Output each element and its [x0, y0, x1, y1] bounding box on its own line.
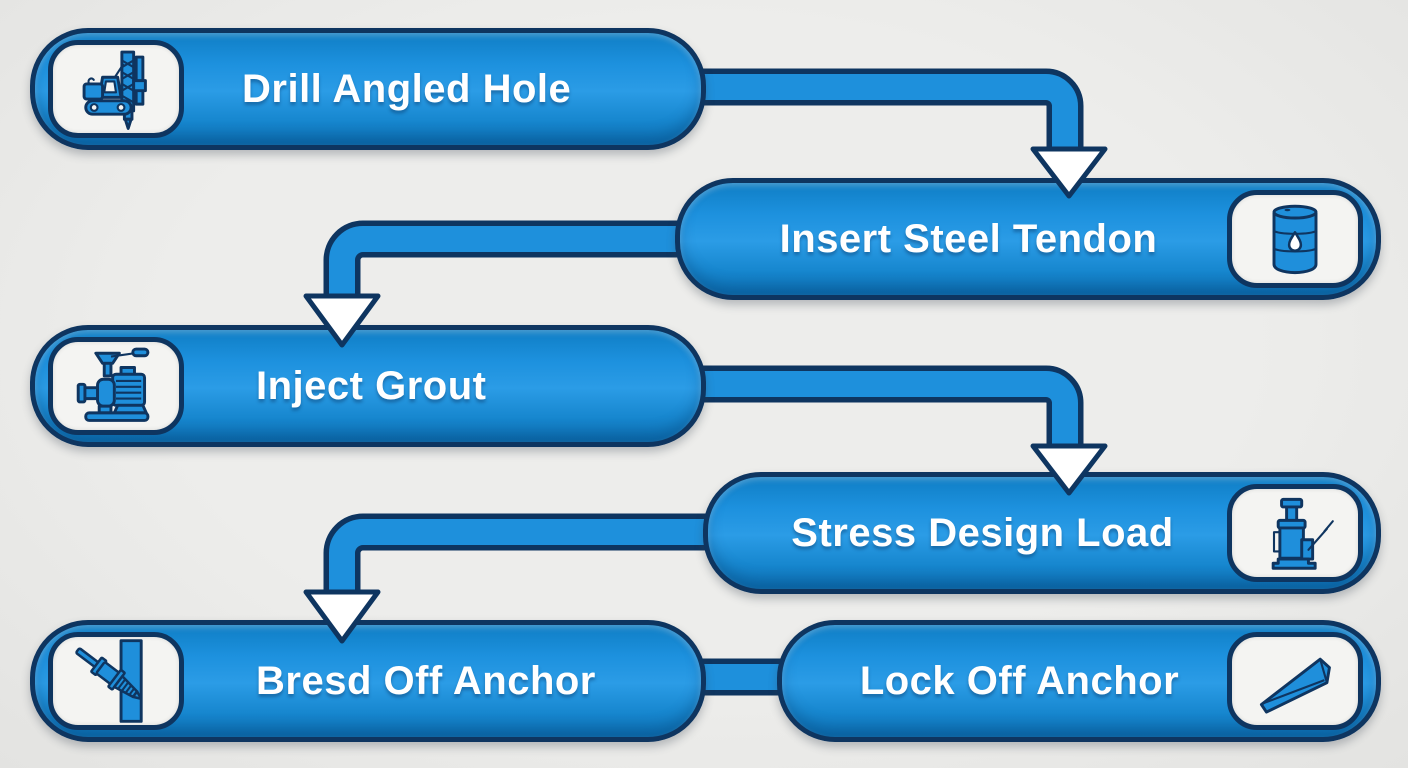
step-label: Drill Angled Hole	[242, 66, 572, 111]
icon-panel	[48, 337, 184, 435]
step-label: Lock Off Anchor	[859, 658, 1180, 703]
grout-pump-icon	[76, 347, 150, 422]
anchor-drill-icon	[75, 639, 143, 723]
connector-3-4	[693, 365, 1084, 449]
icon-panel	[1227, 632, 1363, 730]
step-inject-grout: Inject Grout	[30, 325, 706, 447]
step-label: Insert Steel Tendon	[779, 216, 1158, 261]
drill-rig-icon	[82, 50, 147, 130]
step-stress-design-load: Stress Design Load	[703, 472, 1381, 594]
connector-4-5	[323, 513, 718, 595]
drum-icon	[1272, 204, 1318, 275]
wedge-icon	[1259, 657, 1331, 714]
icon-panel	[1227, 484, 1363, 582]
step-label: Stress Design Load	[791, 510, 1174, 555]
step-label: Bresd Off Anchor	[256, 658, 596, 703]
step-label: Inject Grout	[256, 363, 487, 408]
connector-1-2	[693, 68, 1084, 152]
bottle-jack-icon	[1271, 497, 1334, 570]
step-lock-off-anchor: Lock Off Anchor	[777, 620, 1381, 742]
icon-panel	[48, 40, 184, 138]
step-bresd-off-anchor: Bresd Off Anchor	[30, 620, 706, 742]
connector-2-3	[323, 220, 690, 299]
icon-panel	[1227, 190, 1363, 288]
step-drill-angled-hole: Drill Angled Hole	[30, 28, 706, 150]
step-insert-steel-tendon: Insert Steel Tendon	[675, 178, 1381, 300]
icon-panel	[48, 632, 184, 730]
